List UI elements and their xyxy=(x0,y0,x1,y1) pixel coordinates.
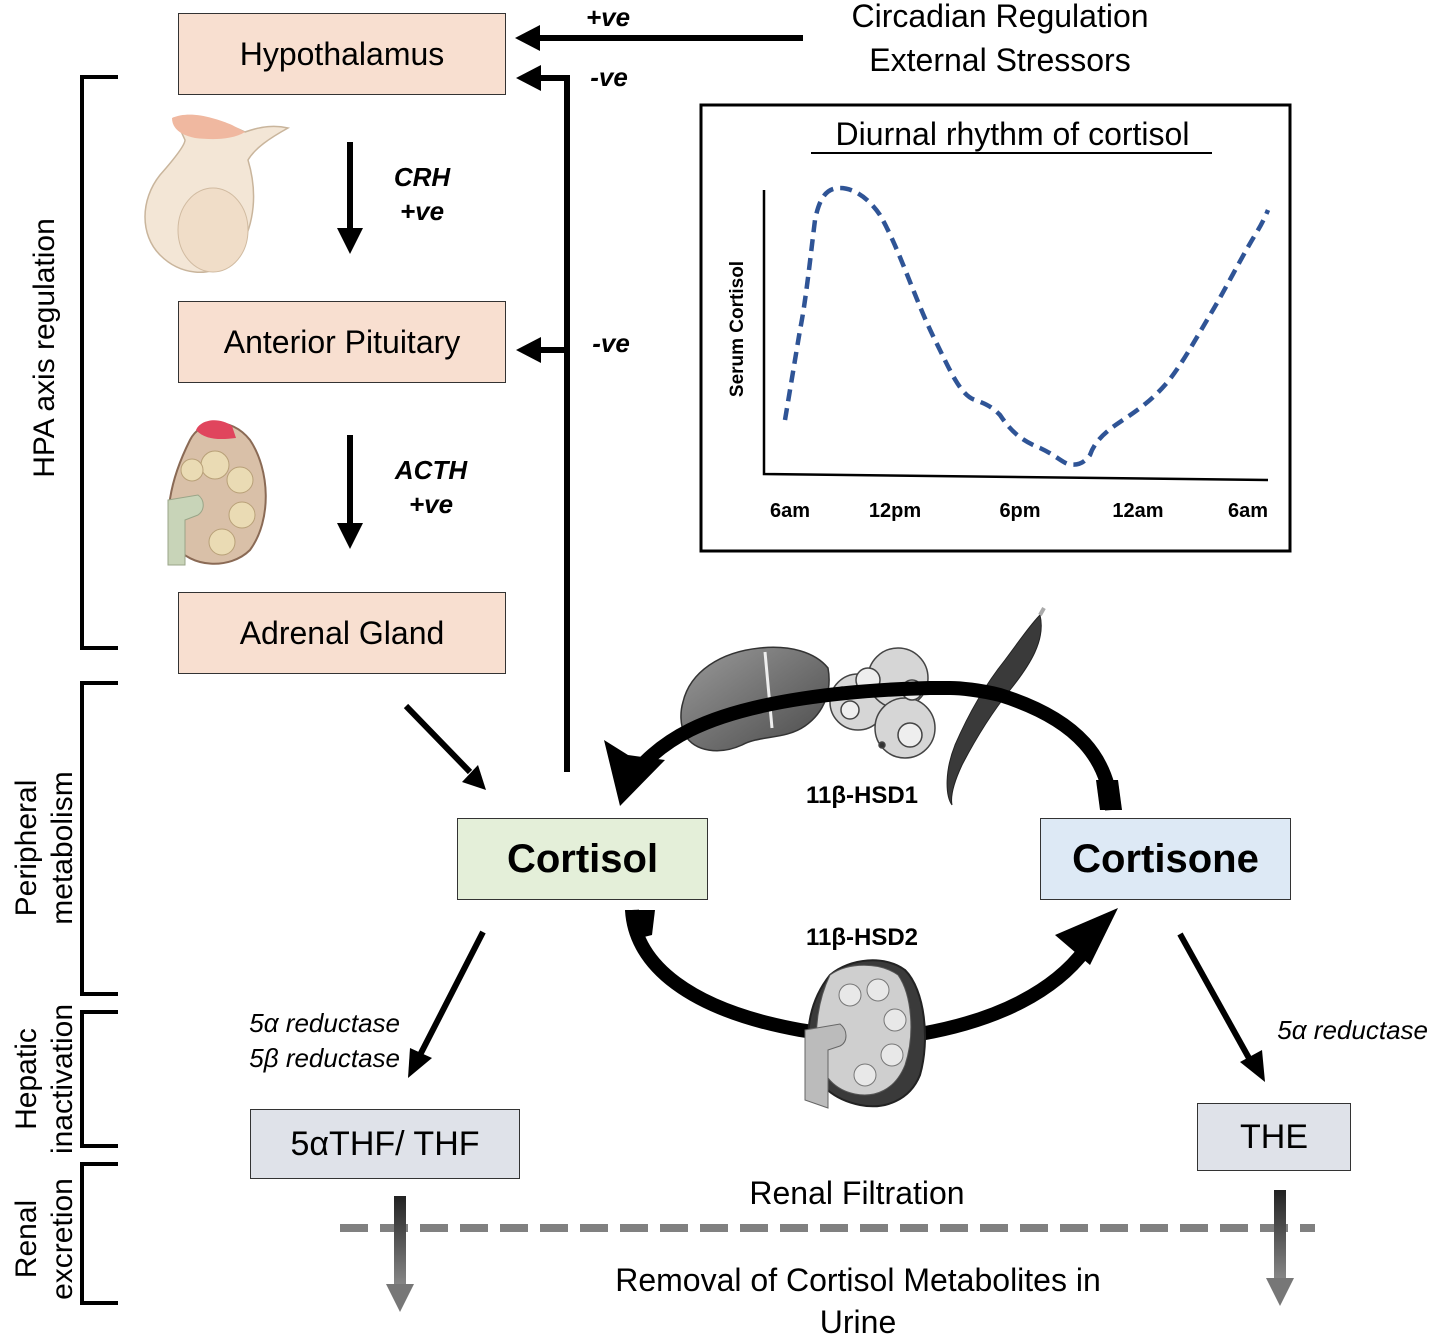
acth-effect: +ve xyxy=(408,489,454,519)
feedback-line xyxy=(538,75,570,772)
inset-axes xyxy=(762,190,1269,482)
hsd1-arc xyxy=(626,681,1119,811)
inset-tick-6am-end: 6am xyxy=(1227,500,1269,522)
pituitary-icon xyxy=(144,114,291,273)
negative-hypothalamus-label: -ve xyxy=(590,62,628,92)
stressors-label: External Stressors xyxy=(869,42,1131,78)
adipose-icon xyxy=(829,647,936,759)
hpa-bracket xyxy=(80,75,118,650)
hepatic-bracket-text-1: Hepatic xyxy=(10,1028,43,1130)
inset-tick-12am: 12am xyxy=(1112,500,1164,522)
negative-pituitary-label: -ve xyxy=(592,328,630,358)
crh-label-group: CRH +ve xyxy=(380,160,464,228)
peripheral-bracket-text-2: metabolism xyxy=(46,771,79,925)
hpa-bracket-text: HPA axis regulation xyxy=(28,218,61,478)
hsd1-label: 11β-HSD1 xyxy=(806,782,919,809)
cortisone-label: Cortisone xyxy=(1072,836,1259,881)
hsd2-label: 11β-HSD2 xyxy=(806,924,919,951)
inset-title: Diurnal rhythm of cortisol xyxy=(835,116,1190,152)
adrenal-gland-label: Adrenal Gland xyxy=(239,614,445,651)
the-label: THE xyxy=(1240,1117,1308,1156)
adrenal-to-cortisol-arrow xyxy=(403,703,473,775)
adrenal-icon xyxy=(167,420,267,566)
reductase-5a-right: 5α reductase xyxy=(1277,1015,1428,1045)
urine-removal-line1: Removal of Cortisol Metabolites in xyxy=(615,1262,1101,1298)
hypothalamus-label: Hypothalamus xyxy=(239,35,445,72)
cortisol-rhythm-line xyxy=(782,185,1271,467)
hpa-bracket-label: HPA axis regulation xyxy=(27,188,63,508)
kidney-icon xyxy=(804,959,926,1109)
renal-bracket-label: Renal excretion xyxy=(9,1149,81,1329)
muscle-icon xyxy=(946,607,1046,806)
hepatic-bracket xyxy=(80,1010,118,1148)
anterior-pituitary-box: Anterior Pituitary xyxy=(178,301,506,383)
inset-tick-6am-start: 6am xyxy=(769,500,811,522)
urine-removal-line2: Urine xyxy=(819,1304,897,1340)
renal-bracket xyxy=(80,1162,118,1305)
peripheral-bracket-label: Peripheral metabolism xyxy=(9,758,81,938)
the-urine-arrow xyxy=(1274,1190,1286,1280)
reductase-5a-left: 5α reductase xyxy=(249,1008,400,1038)
circadian-label: Circadian Regulation xyxy=(851,0,1149,34)
renal-bracket-text-1: Renal xyxy=(10,1199,43,1279)
inset-ylabel: Serum Cortisol xyxy=(727,260,748,398)
reductase-5b-left: 5β reductase xyxy=(249,1043,400,1073)
crh-label: CRH xyxy=(393,162,451,192)
the-box: THE xyxy=(1197,1103,1351,1171)
acth-label-group: ACTH +ve xyxy=(383,453,479,521)
peripheral-bracket-text-1: Peripheral xyxy=(10,779,43,917)
adrenal-gland-box: Adrenal Gland xyxy=(178,592,506,674)
cortisol-box: Cortisol xyxy=(457,818,708,900)
cortisone-box: Cortisone xyxy=(1040,818,1291,900)
hepatic-bracket-text-2: inactivation xyxy=(46,1003,79,1155)
thf-box: 5αTHF/ THF xyxy=(250,1109,520,1179)
inset-tick-6pm: 6pm xyxy=(999,500,1041,522)
cortisol-label: Cortisol xyxy=(506,836,659,881)
peripheral-bracket xyxy=(80,681,118,996)
renal-bracket-text-2: excretion xyxy=(46,1178,79,1300)
renal-filtration-label: Renal Filtration xyxy=(749,1175,965,1211)
hypothalamus-box: Hypothalamus xyxy=(178,13,506,95)
thf-urine-arrow xyxy=(394,1196,406,1286)
crh-effect: +ve xyxy=(399,196,445,226)
hepatic-bracket-label: Hepatic inactivation xyxy=(9,989,81,1169)
inset-tick-12pm: 12pm xyxy=(868,500,922,522)
positive-input-label: +ve xyxy=(585,2,631,32)
cortisol-to-thf-arrow xyxy=(417,930,486,1057)
acth-label: ACTH xyxy=(394,455,468,485)
cortisone-to-the-arrow xyxy=(1177,932,1253,1062)
thf-label: 5αTHF/ THF xyxy=(290,1124,480,1163)
anterior-pituitary-label: Anterior Pituitary xyxy=(223,323,461,360)
